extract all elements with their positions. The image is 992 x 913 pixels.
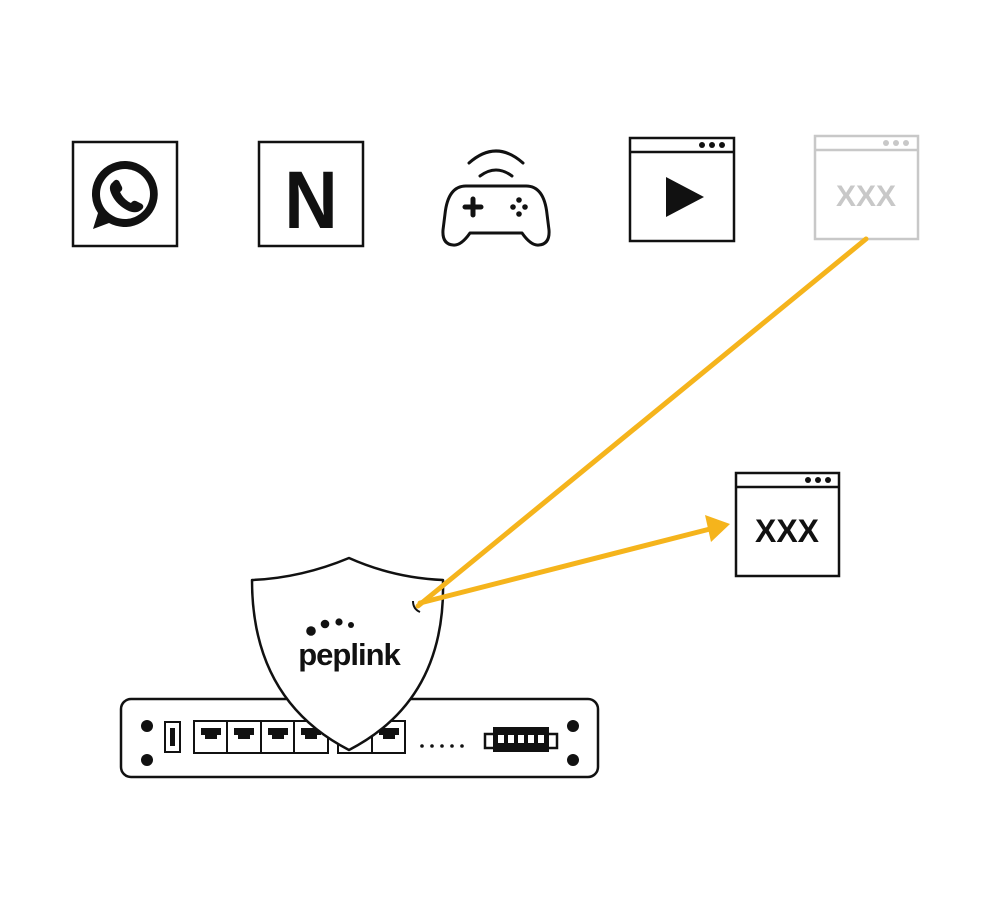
redirect-arrowhead [705,515,730,542]
shield-icon: peplink [250,556,445,752]
request-line [415,236,869,609]
netflix-tile: N [257,140,365,248]
serial-connector [483,727,559,752]
router-dots [420,744,464,748]
whatsapp-icon [91,161,158,229]
redirect-target-window: XXX [734,471,841,578]
redirect-arrows [415,236,869,609]
blocked-site-label: XXX [836,180,896,213]
peplink-logo-dots [306,618,354,636]
ethernet-ports [193,720,406,754]
redirect-arrow-shaft [417,526,713,606]
video-player-icon [628,136,736,243]
netflix-letter: N [284,153,337,246]
blocked-site-window: XXX [813,134,920,241]
redirect-target-label: XXX [755,513,820,549]
play-icon [666,177,704,217]
game-controller-icon [441,149,551,247]
peplink-logo-text: peplink [298,637,401,672]
whatsapp-tile [71,140,179,248]
netflix-icon: N [284,153,337,246]
